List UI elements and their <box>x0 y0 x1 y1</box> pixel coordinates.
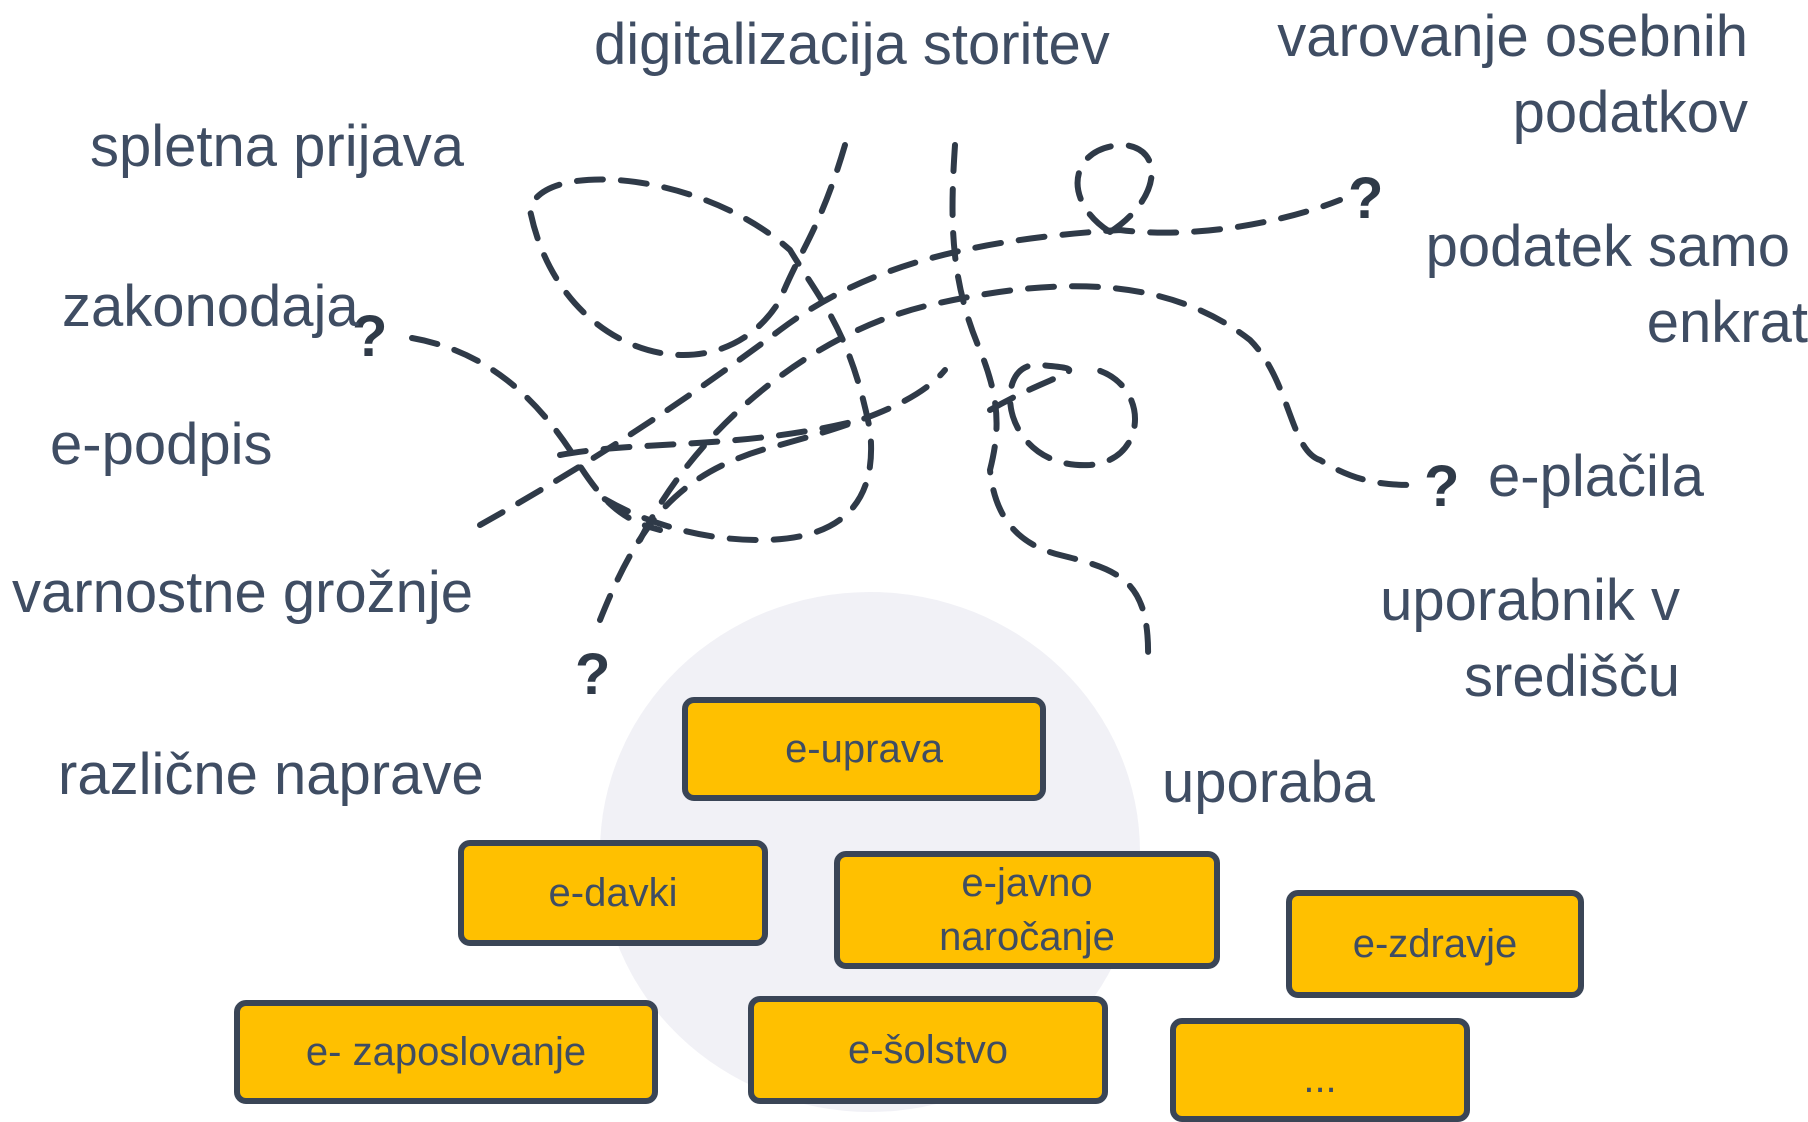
question-mark: ? <box>575 642 611 707</box>
service-label: e-davki <box>548 871 678 915</box>
service-box-e-zaposlovanje[interactable]: e- zaposlovanje <box>234 1000 658 1104</box>
label-uporaba: uporaba <box>1162 750 1375 815</box>
service-label: e-uprava <box>785 727 943 771</box>
question-mark: ? <box>1424 454 1460 519</box>
dashed-path-to-top-right-q <box>477 197 1343 528</box>
label-varnostne-groznje: varnostne grožnje <box>12 560 474 625</box>
service-label-line2: naročanje <box>939 915 1115 959</box>
label-uporabnik-line2: središču <box>1464 644 1680 709</box>
dashed-path-small-loop-right <box>987 361 1138 469</box>
dashed-path-center-down <box>949 142 1152 663</box>
label-podatek-line1: podatek samo <box>1425 214 1790 279</box>
question-mark: ? <box>352 304 388 369</box>
dashed-path-left-q-cross <box>409 335 663 533</box>
dashed-path-loop-left <box>526 142 875 544</box>
question-mark: ? <box>1348 166 1384 231</box>
label-varovanje-line1: varovanje osebnih <box>1277 4 1748 69</box>
dashed-path-left-horizontal <box>557 417 863 458</box>
service-label: e- zaposlovanje <box>305 1030 587 1074</box>
dashed-path-small-loop-top <box>1074 141 1155 235</box>
service-label-line1: e-javno <box>961 861 1093 905</box>
service-label: ... <box>1303 1057 1337 1101</box>
label-e-podpis: e-podpis <box>50 412 273 477</box>
service-box-e-zdravje[interactable]: e-zdravje <box>1286 890 1584 998</box>
service-label: e-zdravje <box>1352 922 1518 966</box>
label-e-placila: e-plačila <box>1488 444 1704 509</box>
service-box-e-davki[interactable]: e-davki <box>458 840 768 946</box>
service-label: e-šolstvo <box>847 1028 1009 1072</box>
label-uporabnik-line1: uporabnik v <box>1380 568 1680 633</box>
label-varovanje-line2: podatkov <box>1512 80 1748 145</box>
dashed-path-middle-right-to-placila <box>637 283 1423 543</box>
service-box-e-uprava[interactable]: e-uprava <box>682 697 1046 801</box>
service-box-more[interactable]: ... <box>1170 1018 1470 1122</box>
label-razlicne-naprave: različne naprave <box>58 742 484 807</box>
label-zakonodaja: zakonodaja <box>62 274 359 339</box>
label-podatek-line2: enkrat <box>1646 290 1808 355</box>
dashed-path-bottom-left-q <box>597 367 948 623</box>
label-digitalizacija-storitev: digitalizacija storitev <box>594 12 1110 77</box>
label-spletna-prijava: spletna prijava <box>90 114 464 179</box>
service-box-e-solstvo[interactable]: e-šolstvo <box>748 996 1108 1104</box>
service-box-e-javno-narocanje[interactable]: e-javno naročanje <box>834 851 1220 969</box>
